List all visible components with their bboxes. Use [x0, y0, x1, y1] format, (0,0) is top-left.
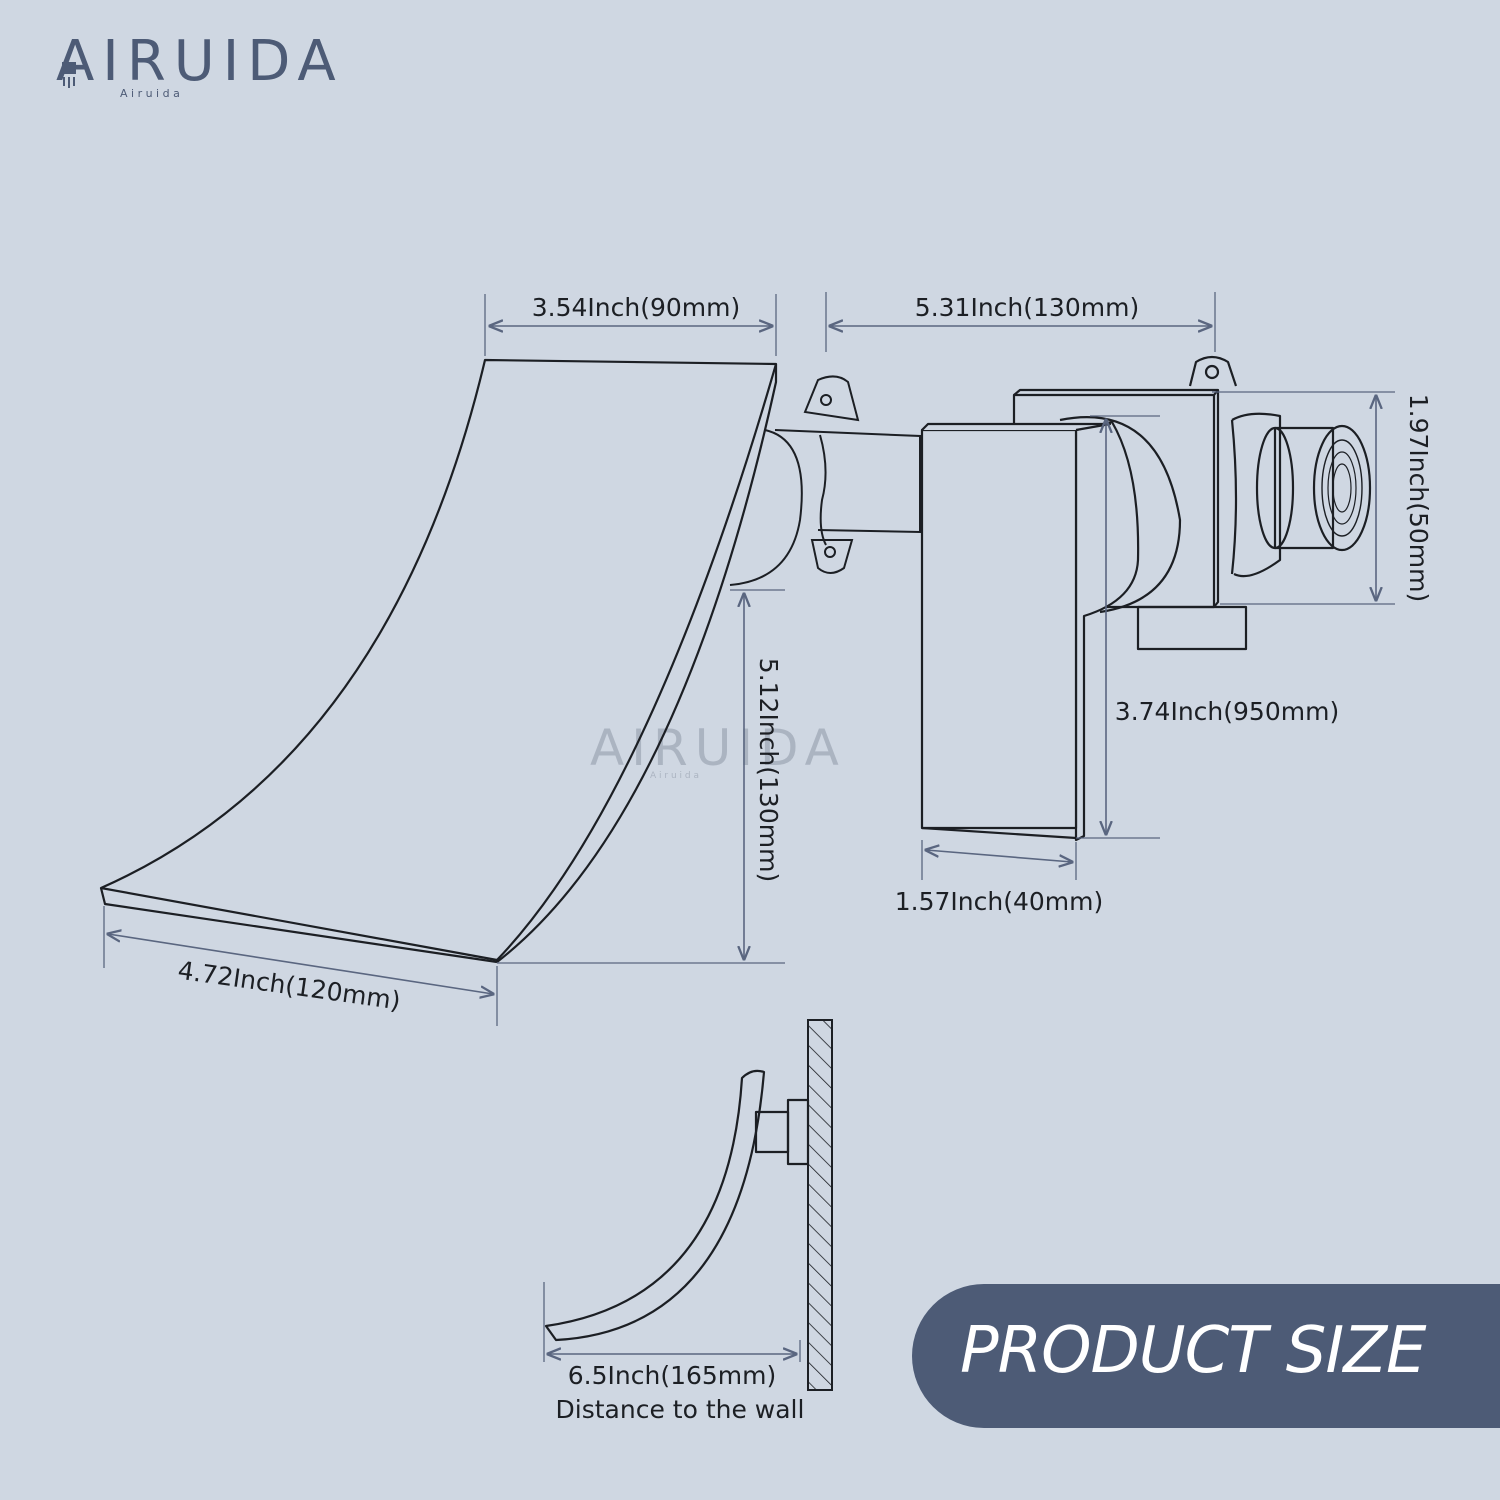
dimension-labels: 3.54Inch(90mm) 5.31Inch(130mm) 1.97Inch(… [176, 293, 1433, 1424]
watermark-subname: A i r u i d a [650, 771, 699, 781]
brand-name: AIRUIDA [56, 29, 344, 94]
watermark: AIRUIDA A i r u i d a [590, 719, 846, 781]
brand-subname: A i r u i d a [120, 87, 180, 100]
spout-outline [99, 358, 778, 964]
dim-spout-depth: 5.12Inch(130mm) [754, 658, 783, 882]
dim-handle-height: 3.74Inch(950mm) [1115, 697, 1339, 726]
spout-connector [729, 375, 921, 586]
watermark-name: AIRUIDA [590, 719, 846, 777]
dim-spout-bottom-width-line [108, 934, 493, 994]
dim-wall-distance: 6.5Inch(165mm) [568, 1361, 777, 1390]
dim-valve-width: 5.31Inch(130mm) [915, 293, 1139, 322]
dim-wall-distance-caption: Distance to the wall [556, 1395, 805, 1424]
brand-logo: AIRUIDA A i r u i d a [56, 29, 344, 100]
extension-lines [103, 292, 1395, 1362]
dim-spout-bottom-width: 4.72Inch(120mm) [176, 956, 402, 1016]
product-size-badge: PRODUCT SIZE [912, 1284, 1500, 1428]
dim-handle-width: 1.57Inch(40mm) [895, 887, 1104, 916]
dim-inlet-height: 1.97Inch(50mm) [1404, 394, 1433, 603]
dimension-lines [108, 326, 1376, 1354]
product-size-label: PRODUCT SIZE [960, 1314, 1426, 1388]
shower-icon [62, 62, 76, 88]
valve-body [1012, 355, 1372, 651]
side-profile [544, 1019, 833, 1391]
valve-handle [920, 420, 1140, 842]
dim-spout-top-width: 3.54Inch(90mm) [532, 293, 741, 322]
dim-handle-width-line [926, 850, 1072, 862]
